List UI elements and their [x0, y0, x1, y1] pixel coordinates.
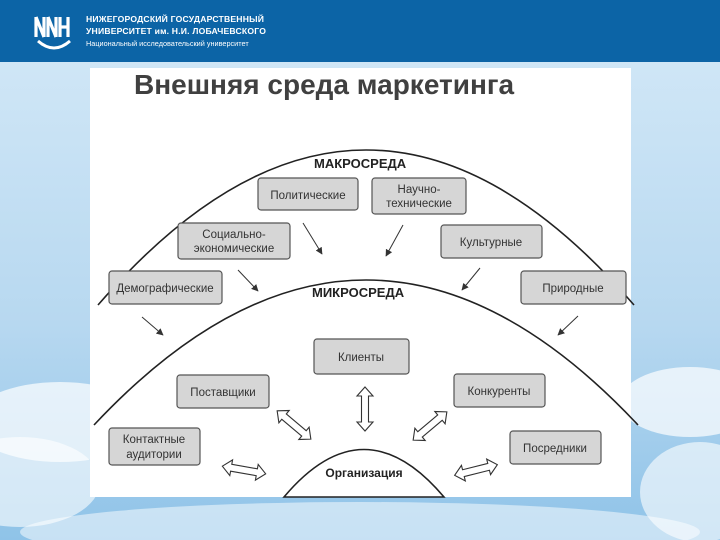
organization-dome [282, 448, 446, 498]
box-demographic: Демографические [108, 270, 223, 305]
arrow-political [302, 222, 323, 255]
label-scientific-1: Научно- [398, 184, 441, 196]
double-arrow-intermediaries [453, 458, 499, 482]
double-arrow-suppliers [276, 409, 312, 441]
box-socioeconomic: Социально- экономические [177, 222, 291, 260]
label-audiences-1: Контактные [123, 434, 185, 446]
organization-label: Организация [325, 466, 402, 480]
label-clients: Клиенты [338, 352, 384, 364]
label-socioeconomic-1: Социально- [202, 229, 266, 241]
box-political: Политические [257, 177, 359, 211]
box-contact-audiences: Контактные аудитории [108, 427, 201, 466]
box-intermediaries: Посредники [509, 430, 602, 465]
macro-environment-arc [97, 149, 635, 306]
micro-label: МИКРОСРЕДА [312, 285, 405, 300]
box-cultural: Культурные [440, 224, 543, 259]
university-header: НИЖЕГОРОДСКИЙ ГОСУДАРСТВЕННЫЙ УНИВЕРСИТЕ… [0, 0, 720, 62]
box-scientific: Научно- технические [371, 177, 467, 215]
label-competitors: Конкуренты [468, 386, 531, 398]
label-audiences-2: аудитории [126, 449, 182, 461]
label-socioeconomic-2: экономические [194, 243, 275, 255]
label-political: Политические [270, 190, 345, 202]
arrow-cultural [461, 267, 481, 291]
label-suppliers: Поставщики [190, 387, 255, 399]
double-arrow-contact-audiences [221, 458, 267, 482]
label-demographic: Демографические [116, 283, 213, 295]
micro-environment-arc [93, 279, 639, 426]
label-intermediaries: Посредники [523, 443, 587, 455]
box-natural: Природные [520, 270, 627, 305]
box-competitors: Конкуренты [453, 373, 546, 408]
label-scientific-2: технические [386, 198, 452, 210]
arrow-demographic [141, 316, 164, 336]
university-subtitle: Национальный исследовательский университ… [86, 39, 249, 48]
box-clients: Клиенты [313, 338, 410, 375]
label-cultural: Культурные [460, 237, 522, 249]
slide-title: Внешняя среда маркетинга [134, 69, 515, 100]
label-natural: Природные [542, 283, 603, 295]
double-arrow-competitors [412, 410, 448, 442]
university-name-line1: НИЖЕГОРОДСКИЙ ГОСУДАРСТВЕННЫЙ [86, 14, 265, 24]
macro-label: МАКРОСРЕДА [314, 156, 407, 171]
arrow-socioeconomic [237, 269, 259, 292]
box-suppliers: Поставщики [176, 374, 270, 409]
university-name-line2: УНИВЕРСИТЕТ им. Н.И. ЛОБАЧЕВСКОГО [86, 26, 267, 36]
university-logo-icon [34, 16, 71, 50]
arrow-natural [557, 315, 579, 336]
double-arrow-clients [355, 386, 375, 432]
arrow-scientific [385, 224, 404, 257]
